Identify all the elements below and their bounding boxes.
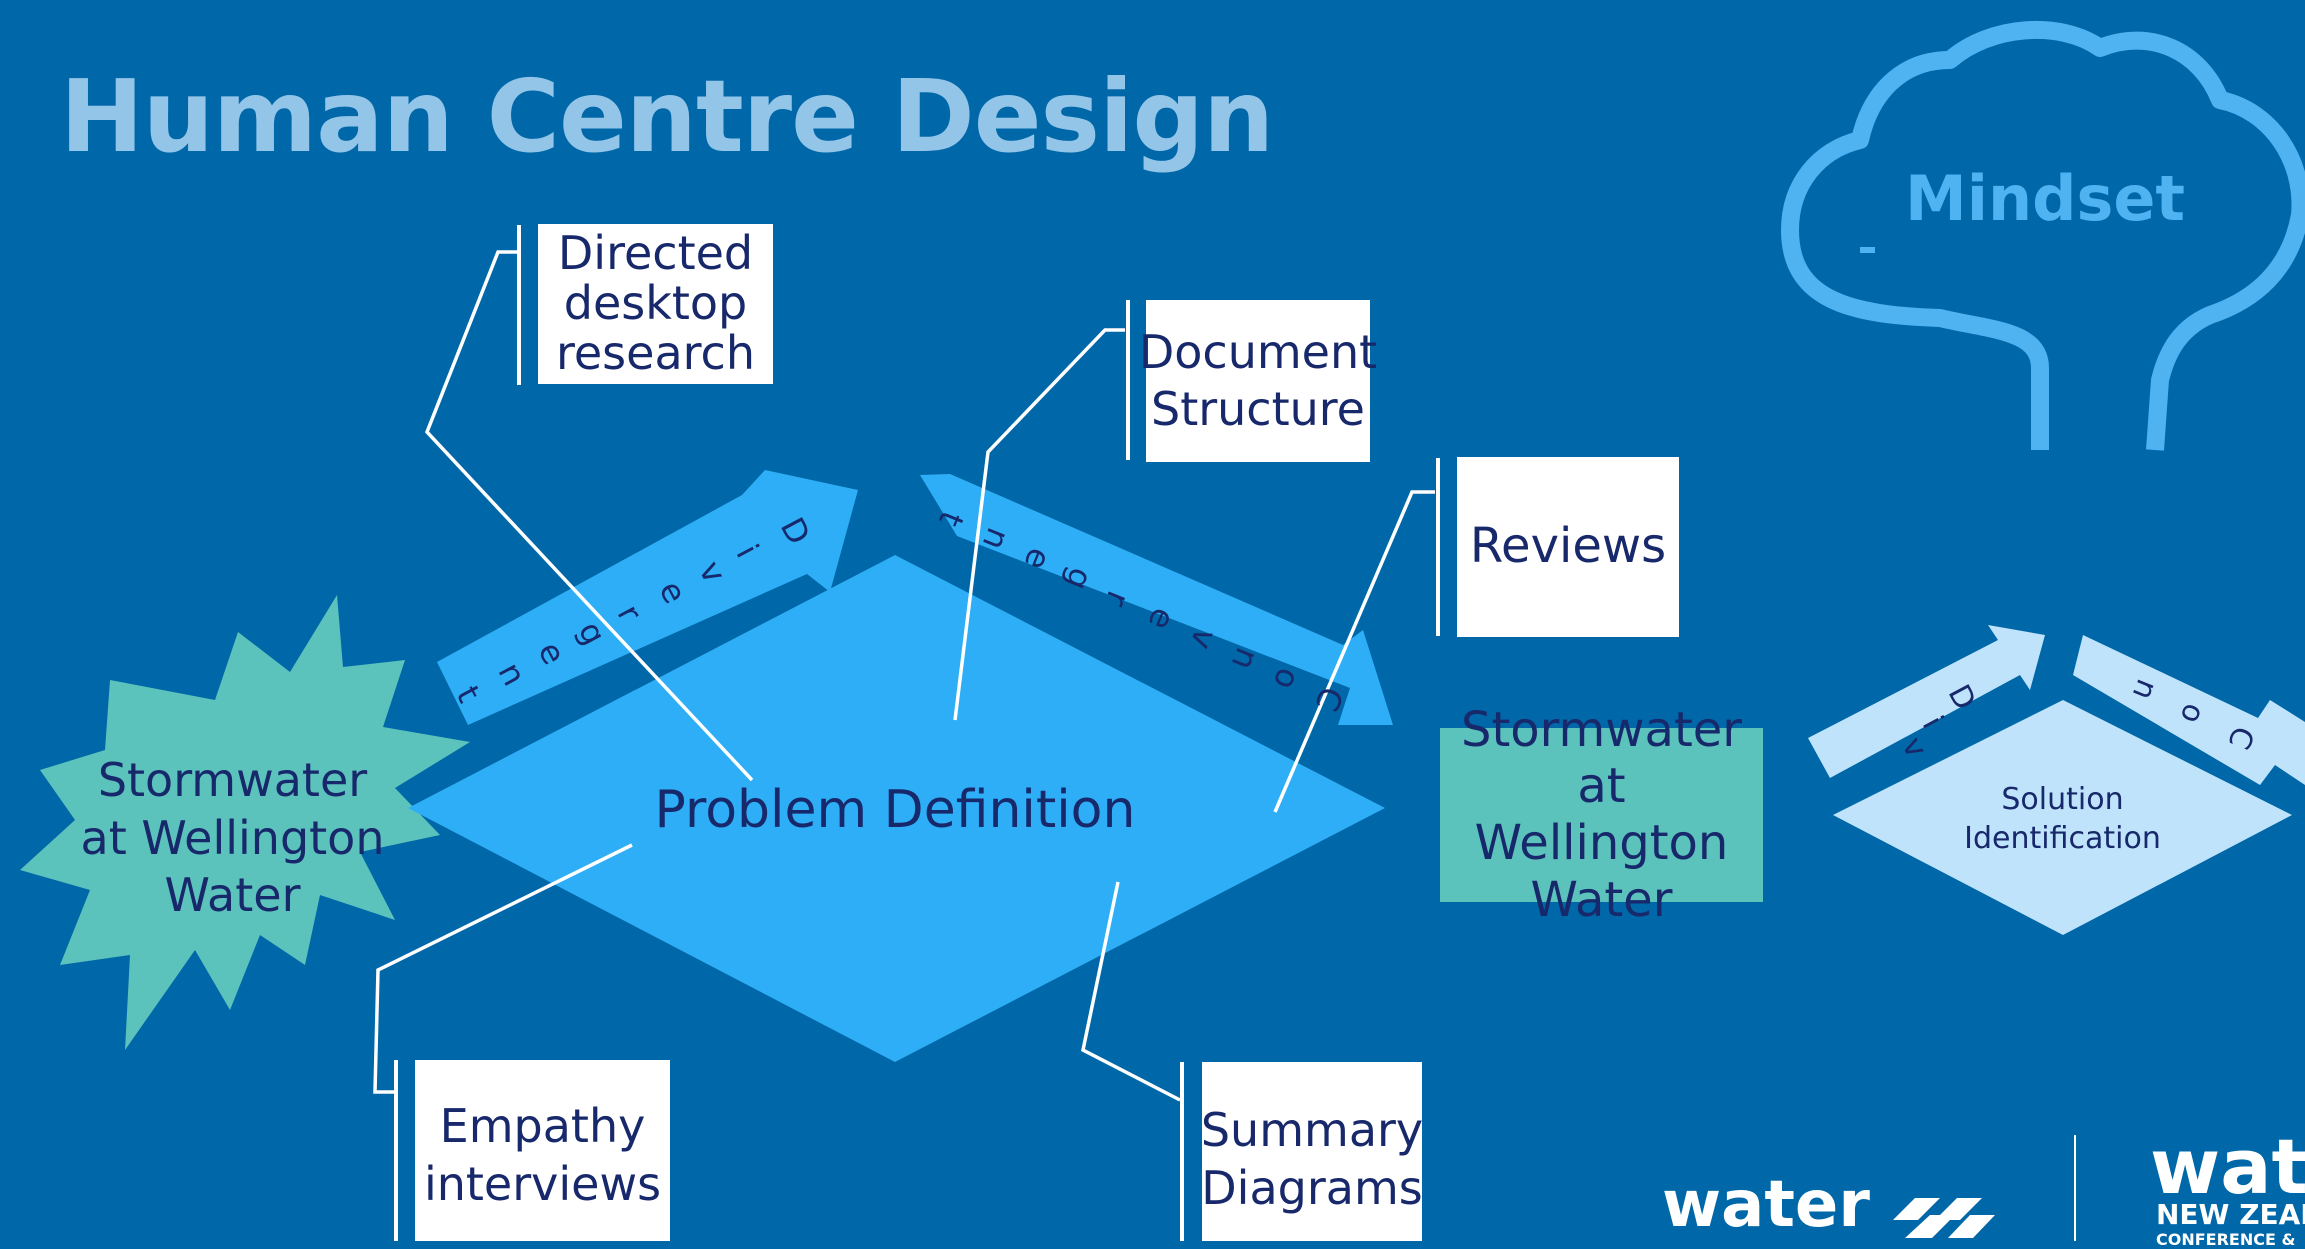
connector-summary [1081,881,1181,1102]
callout-reviews: Reviews [1457,457,1679,637]
start-label: Stormwater at Wellington Water [80,753,385,922]
chevron-logo-icon [1893,1198,1995,1238]
small-convergent-arrow [2073,635,2305,785]
connector-directed [424,250,754,782]
water-nz-subtitle-2: CONFERENCE & [2156,1230,2296,1249]
mindset-cloud-icon [1781,20,2305,451]
connector-empathy [373,843,633,1094]
water-logo-text: water [1662,1168,1870,1242]
connector-lines [373,250,1435,1102]
problem-definition-diamond [408,555,1385,1062]
solution-label: Solution Identification [1964,782,2161,856]
small-divergent-arrow [1808,625,2045,778]
callout-brackets [394,225,1440,1241]
connector-reviews [1273,490,1435,813]
mindset-label: Mindset [1905,162,2186,235]
outcome-box: Stormwater at Wellington Water [1440,702,1763,928]
water-nz-logo-text: wate [2150,1122,2305,1211]
solution-diamond [1833,700,2292,935]
page-title: Human Centre Design [60,58,1274,175]
convergent-arrow [920,474,1393,725]
connector-document [953,328,1125,721]
callout-document-structure: Document Structure [1139,300,1377,462]
divergent-arrow [437,470,858,725]
water-nz-subtitle: NEW ZEALA [2156,1198,2305,1231]
callout-empathy-interviews: Empathy interviews [415,1060,670,1241]
callout-summary-diagrams: Summary Diagrams [1201,1062,1423,1241]
problem-definition-label: Problem Definition [654,780,1136,840]
callout-directed-research: Directed desktop research [538,224,773,384]
starburst-shape [20,595,470,1050]
